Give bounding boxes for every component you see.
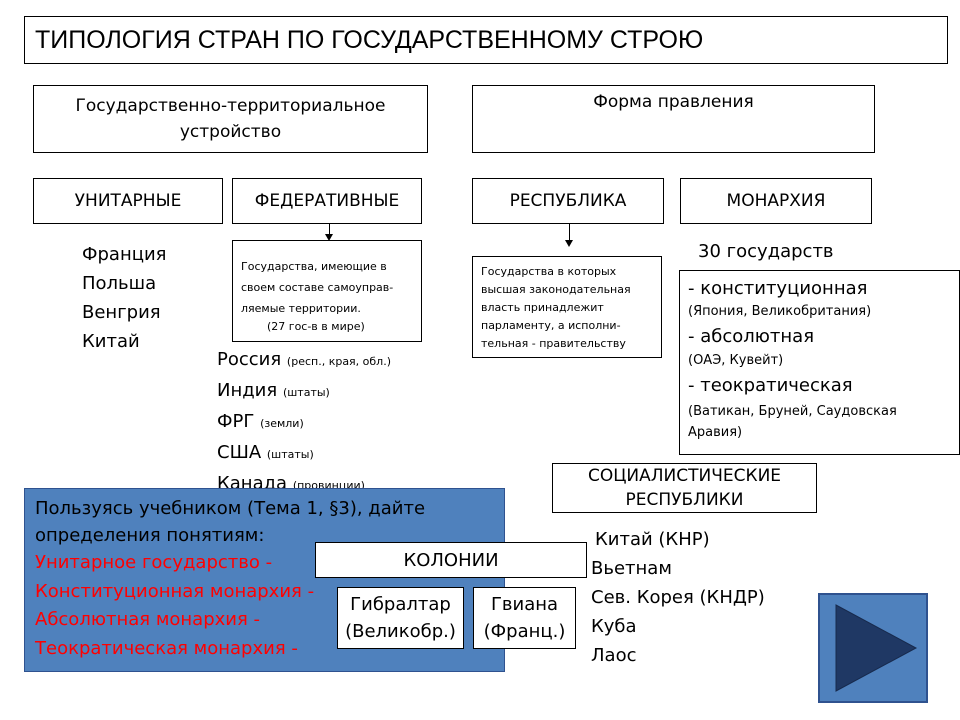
list-item: ФРГ (земли): [217, 411, 304, 432]
socialist-box: СОЦИАЛИСТИЧЕСКИЕ РЕСПУБЛИКИ: [552, 463, 817, 513]
colony-gibraltar-box: Гибралтар (Великобр.): [337, 587, 464, 649]
list-item: США (штаты): [217, 442, 314, 463]
next-slide-button[interactable]: [818, 593, 928, 703]
list-item: Лаос: [591, 645, 637, 666]
play-arrow-icon: [820, 595, 926, 701]
monarchy-count: 30 государств: [698, 241, 834, 262]
task-term: Абсолютная монархия -: [35, 609, 261, 630]
colony-name: Гвиана: [490, 594, 559, 615]
colony-owner: (Великобр.): [345, 621, 456, 642]
federal-arrow-head: [325, 234, 333, 241]
republic-label: РЕСПУБЛИКА: [509, 191, 627, 211]
list-item: Франция: [82, 244, 167, 265]
list-item: Польша: [82, 273, 157, 294]
republic-definition: Государства в которых высшая законодател…: [481, 265, 631, 350]
unitary-box: УНИТАРНЫЕ: [33, 178, 223, 224]
page-title: ТИПОЛОГИЯ СТРАН ПО ГОСУДАРСТВЕННОМУ СТРО…: [35, 25, 704, 54]
monarchy-types-box: - конституционная (Япония, Великобритани…: [679, 270, 960, 455]
federal-arrow-line: [329, 224, 330, 234]
monarchy-type-theocratic-examples: (Ватикан, Бруней, Саудовская Аравия): [688, 404, 897, 440]
socialist-country-list: Китай (КНР) Вьетнам Сев. Корея (КНДР) Ку…: [591, 525, 765, 670]
territorial-heading: Государственно-территориальное устройств…: [75, 96, 386, 142]
republic-box: РЕСПУБЛИКА: [472, 178, 664, 224]
title-box: ТИПОЛОГИЯ СТРАН ПО ГОСУДАРСТВЕННОМУ СТРО…: [24, 16, 948, 64]
monarchy-box: МОНАРХИЯ: [680, 178, 872, 224]
task-term: Конституционная монархия -: [35, 580, 315, 602]
territorial-heading-box: Государственно-территориальное устройств…: [33, 85, 428, 153]
monarchy-type-constitutional-examples: (Япония, Великобритания): [688, 304, 872, 319]
task-term: Унитарное государство -: [35, 552, 273, 573]
colony-name: Гибралтар: [350, 594, 451, 615]
unitary-label: УНИТАРНЫЕ: [74, 191, 182, 211]
government-form-heading-box: Форма правления: [472, 85, 875, 153]
colonies-label: КОЛОНИИ: [403, 549, 499, 571]
federal-definition-box: Государства, имеющие в своем составе сам…: [232, 240, 422, 342]
list-item: Россия (респ., края, обл.): [217, 349, 392, 370]
colonies-box: КОЛОНИИ: [315, 542, 587, 578]
federal-label: ФЕДЕРАТИВНЫЕ: [254, 191, 400, 211]
task-intro: Пользуясь учебником (Тема 1, §3), дайте …: [35, 498, 426, 546]
colony-owner: (Франц.): [483, 621, 566, 642]
list-item: Вьетнам: [591, 558, 672, 579]
list-item: Венгрия: [82, 302, 161, 323]
monarchy-type-constitutional: - конституционная: [688, 278, 868, 299]
list-item: Индия (штаты): [217, 380, 330, 401]
federal-country-list: Россия (респ., края, обл.) Индия (штаты)…: [217, 345, 391, 500]
task-term: Теократическая монархия -: [35, 637, 298, 659]
monarchy-type-absolute-examples: (ОАЭ, Кувейт): [688, 353, 784, 368]
federal-definition-note: (27 гос-в в мире): [267, 320, 365, 333]
monarchy-type-absolute: - абсолютная: [688, 326, 815, 347]
unitary-country-list: Франция Польша Венгрия Китай: [82, 240, 167, 356]
government-form-heading: Форма правления: [593, 92, 754, 112]
list-item: Сев. Корея (КНДР): [591, 587, 765, 608]
republic-definition-box: Государства в которых высшая законодател…: [472, 256, 662, 358]
federal-box: ФЕДЕРАТИВНЫЕ: [232, 178, 422, 224]
list-item: Китай: [82, 331, 140, 352]
task-panel: Пользуясь учебником (Тема 1, §3), дайте …: [24, 488, 505, 672]
list-item: Куба: [591, 616, 637, 637]
list-item: Китай (КНР): [595, 529, 710, 550]
socialist-label: СОЦИАЛИСТИЧЕСКИЕ РЕСПУБЛИКИ: [587, 466, 782, 510]
republic-arrow-head: [565, 240, 573, 247]
federal-definition: Государства, имеющие в своем составе сам…: [241, 260, 394, 315]
colony-guiana-box: Гвиана (Франц.): [473, 587, 576, 649]
monarchy-label: МОНАРХИЯ: [726, 191, 826, 211]
republic-arrow-line: [569, 224, 570, 240]
monarchy-type-theocratic: - теократическая: [688, 375, 853, 396]
